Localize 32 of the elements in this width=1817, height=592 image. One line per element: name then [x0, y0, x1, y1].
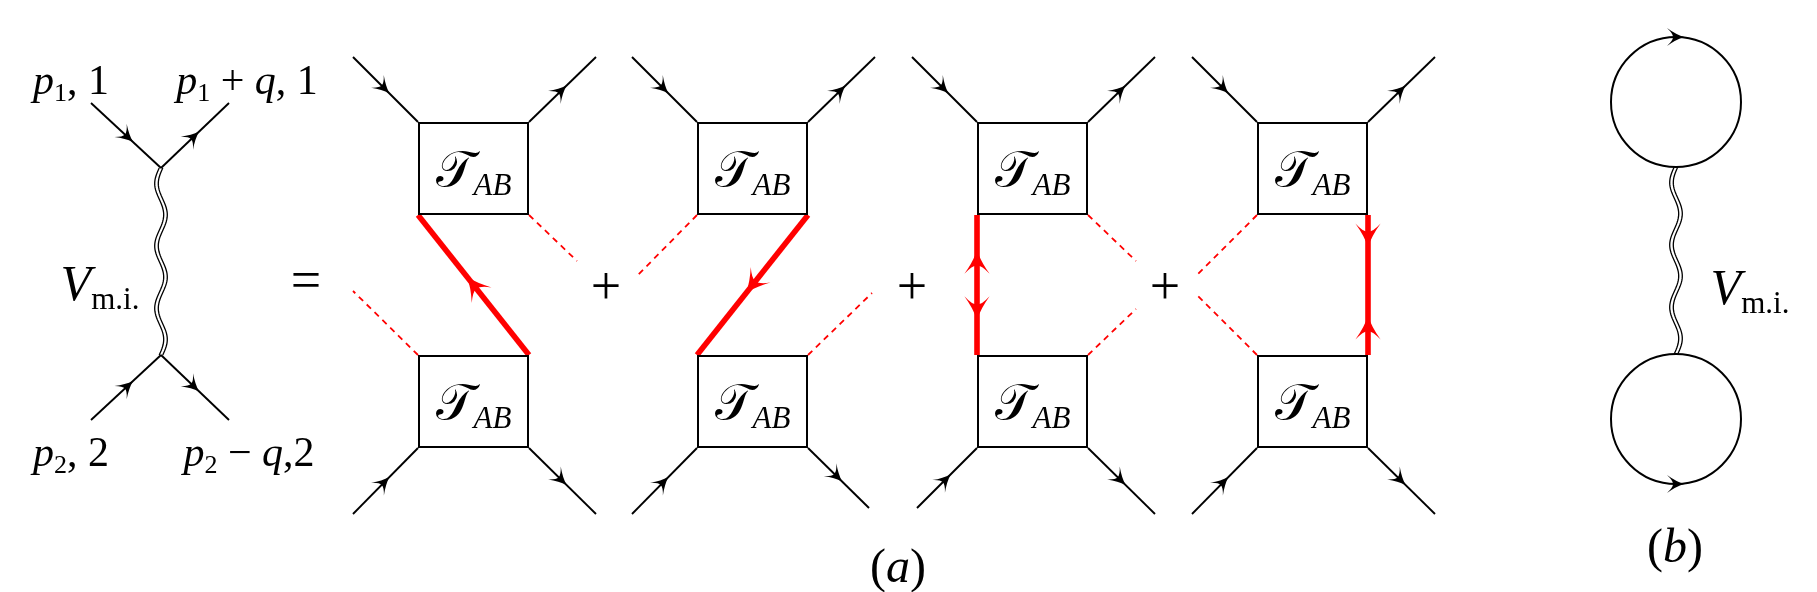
dashed-line	[1087, 308, 1137, 356]
matrix-symbol: 𝒯$_{AB}$	[714, 376, 791, 427]
matrix-symbol: 𝒯$_{AB}$	[1274, 376, 1351, 427]
wavy-line	[1669, 166, 1683, 355]
matrix-symbol: 𝒯$_{AB}$	[1274, 143, 1351, 194]
potential-label: V$_{m.i.}$	[60, 258, 140, 308]
plus-sign: +	[896, 270, 928, 304]
plus-sign: +	[1149, 270, 1181, 304]
dashed-line	[352, 290, 419, 356]
matrix-symbol: 𝒯$_{AB}$	[435, 376, 512, 427]
plus-sign: +	[590, 270, 622, 304]
matrix-box	[977, 122, 1088, 215]
potential-label: V$_{m.i.}$	[1710, 262, 1790, 312]
dashed-line	[1087, 214, 1137, 262]
matrix-symbol: 𝒯$_{AB}$	[994, 376, 1071, 427]
matrix-box	[418, 355, 529, 448]
matrix-box	[697, 122, 808, 215]
matrix-box	[1257, 122, 1368, 215]
equals-sign: =	[290, 264, 322, 298]
matrix-box	[1257, 355, 1368, 448]
dashed-line	[635, 214, 698, 278]
dashed-line	[528, 214, 578, 262]
matrix-symbol: 𝒯$_{AB}$	[435, 143, 512, 194]
momentum-label: p$_{2}$ − q,2	[183, 431, 315, 473]
dashed-line	[807, 292, 873, 356]
matrix-symbol: 𝒯$_{AB}$	[714, 143, 791, 194]
matrix-box	[418, 122, 529, 215]
matrix-box	[697, 355, 808, 448]
momentum-label: p$_{1}$ + q, 1	[176, 59, 318, 101]
matrix-box	[977, 355, 1088, 448]
panel-label: (a)	[870, 542, 926, 590]
matrix-symbol: 𝒯$_{AB}$	[994, 143, 1071, 194]
